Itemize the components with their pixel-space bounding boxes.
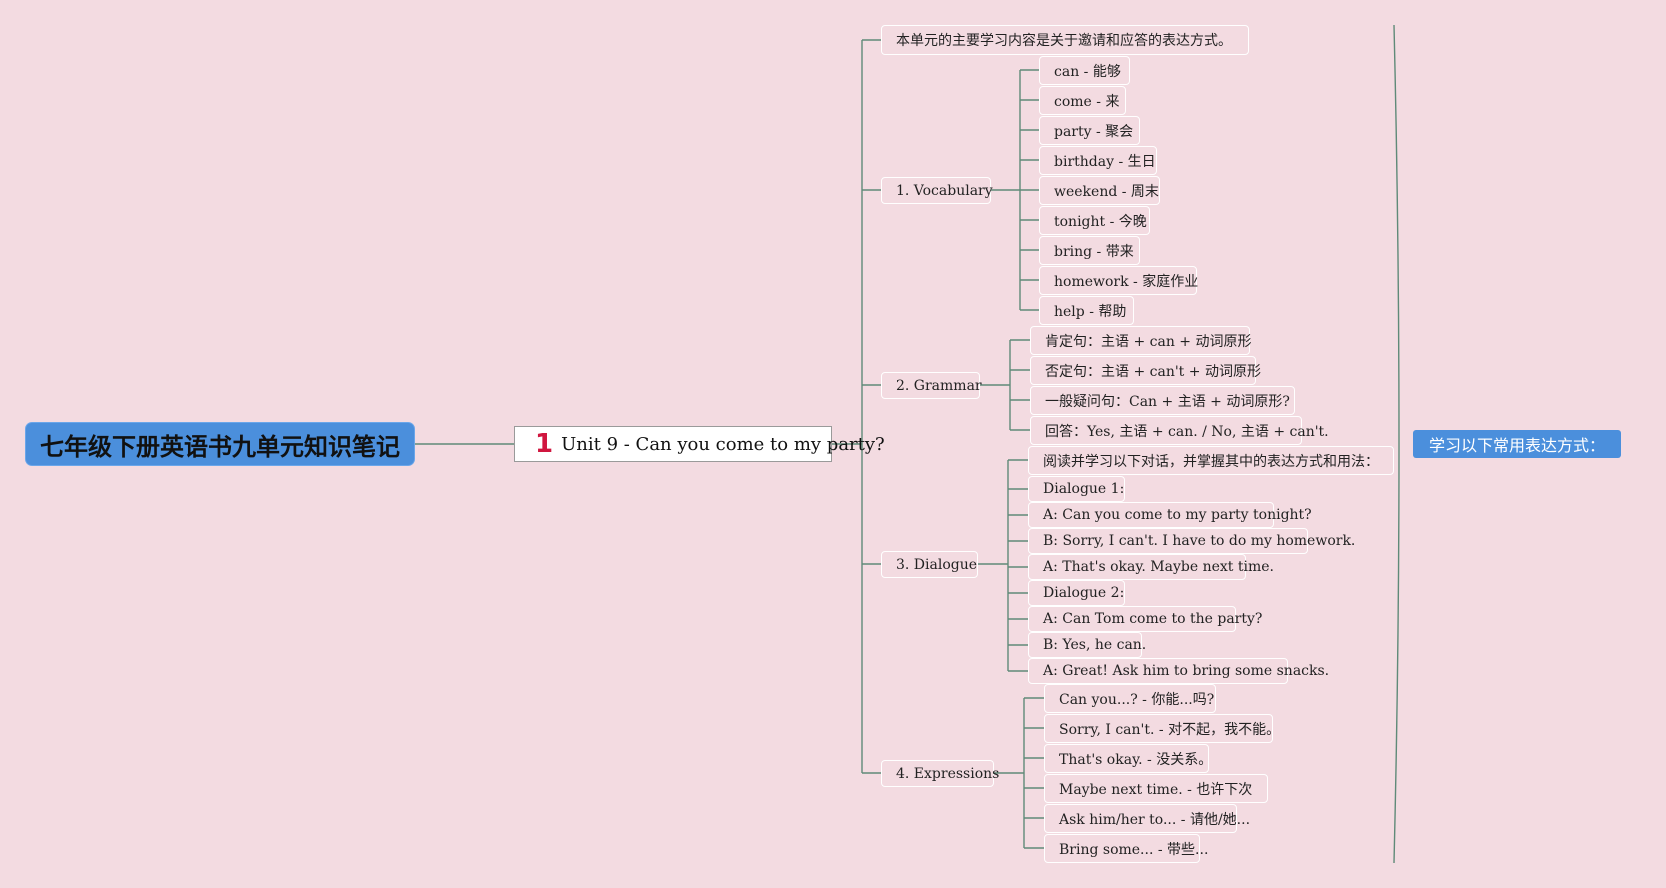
grammar-topic-label: 2. Grammar — [896, 377, 982, 394]
expressions-topic[interactable]: 4. Expressions — [881, 760, 999, 787]
dialogue-item[interactable]: 阅读并学习以下对话，并掌握其中的表达方式和用法： — [1028, 446, 1394, 475]
expression-item-label: Bring some... - 带些... — [1059, 841, 1209, 858]
dialogue-item-label: A: Can you come to my party tonight? — [1043, 507, 1312, 523]
summary-brace — [1393, 24, 1400, 864]
summary-topic-label: 学习以下常用表达方式： — [1428, 436, 1605, 455]
dialogue-item-label: Dialogue 1: — [1043, 481, 1125, 497]
grammar-item-label: 肯定句：主语 + can + 动词原形 — [1045, 333, 1252, 350]
dialogue-item-label: 阅读并学习以下对话，并掌握其中的表达方式和用法： — [1043, 453, 1379, 470]
vocabulary-item-label: party - 聚会 — [1054, 123, 1134, 140]
dialogue-item[interactable]: A: Can you come to my party tonight? — [1028, 502, 1312, 528]
grammar-item-label: 一般疑问句：Can + 主语 + 动词原形? — [1045, 393, 1290, 410]
expression-item-label: Ask him/her to... - 请他/她... — [1059, 811, 1251, 828]
vocabulary-topic-label: 1. Vocabulary — [896, 182, 993, 199]
vocabulary-item[interactable]: party - 聚会 — [1039, 116, 1140, 145]
dialogue-item-label: B: Yes, he can. — [1043, 637, 1147, 653]
intro-topic-label: 本单元的主要学习内容是关于邀请和应答的表达方式。 — [896, 33, 1232, 49]
expression-item-label: Maybe next time. - 也许下次 — [1059, 781, 1253, 798]
expression-item[interactable]: That's okay. - 没关系。 — [1044, 744, 1213, 773]
expression-item[interactable]: Sorry, I can't. - 对不起，我不能。 — [1044, 714, 1280, 743]
vocabulary-item[interactable]: birthday - 生日 — [1039, 146, 1157, 175]
vocabulary-item[interactable]: homework - 家庭作业 — [1039, 266, 1199, 295]
vocabulary-item[interactable]: can - 能够 — [1039, 56, 1130, 85]
root-topic-label: 七年级下册英语书九单元知识笔记 — [40, 432, 400, 461]
grammar-item[interactable]: 肯定句：主语 + can + 动词原形 — [1030, 326, 1252, 355]
grammar-item[interactable]: 否定句：主语 + can't + 动词原形 — [1030, 356, 1261, 385]
dialogue-item-label: A: Great! Ask him to bring some snacks. — [1043, 663, 1330, 679]
dialogue-item[interactable]: B: Yes, he can. — [1028, 632, 1146, 658]
vocabulary-item[interactable]: help - 帮助 — [1039, 296, 1134, 325]
vocabulary-item-label: homework - 家庭作业 — [1054, 273, 1199, 290]
dialogue-item[interactable]: B: Sorry, I can't. I have to do my homew… — [1028, 528, 1355, 554]
dialogue-item-label: Dialogue 2: — [1043, 585, 1125, 601]
root-topic[interactable]: 七年级下册英语书九单元知识笔记 — [25, 422, 415, 466]
expressions-topic-label: 4. Expressions — [896, 765, 1000, 782]
expression-item-label: Sorry, I can't. - 对不起，我不能。 — [1059, 721, 1281, 738]
grammar-item[interactable]: 一般疑问句：Can + 主语 + 动词原形? — [1030, 386, 1295, 415]
expression-item[interactable]: Can you...? - 你能...吗? — [1044, 684, 1216, 713]
grammar-item-label: 回答：Yes, 主语 + can. / No, 主语 + can't. — [1045, 423, 1329, 440]
summary-topic[interactable]: 学习以下常用表达方式： — [1413, 430, 1621, 458]
unit-topic-label: Unit 9 - Can you come to my party? — [561, 433, 885, 455]
vocabulary-item-label: birthday - 生日 — [1054, 153, 1156, 170]
dialogue-item-label: A: That's okay. Maybe next time. — [1043, 559, 1274, 575]
vocabulary-item-label: weekend - 周末 — [1054, 183, 1159, 200]
vocabulary-item[interactable]: bring - 带来 — [1039, 236, 1140, 265]
vocabulary-item-label: come - 来 — [1054, 93, 1120, 110]
dialogue-topic-label: 3. Dialogue — [896, 556, 978, 573]
expression-item-label: Can you...? - 你能...吗? — [1059, 691, 1215, 708]
vocabulary-item[interactable]: weekend - 周末 — [1039, 176, 1160, 205]
dialogue-item[interactable]: A: Great! Ask him to bring some snacks. — [1028, 658, 1329, 684]
grammar-item[interactable]: 回答：Yes, 主语 + can. / No, 主语 + can't. — [1030, 416, 1329, 445]
dialogue-item[interactable]: A: That's okay. Maybe next time. — [1028, 554, 1274, 580]
grammar-topic[interactable]: 2. Grammar — [881, 372, 982, 399]
vocabulary-topic[interactable]: 1. Vocabulary — [881, 177, 993, 204]
dialogue-topic[interactable]: 3. Dialogue — [881, 551, 978, 578]
intro-topic[interactable]: 本单元的主要学习内容是关于邀请和应答的表达方式。 — [881, 25, 1249, 55]
expression-item[interactable]: Ask him/her to... - 请他/她... — [1044, 804, 1250, 833]
vocabulary-item-label: can - 能够 — [1054, 63, 1121, 80]
expression-item[interactable]: Bring some... - 带些... — [1044, 834, 1208, 863]
dialogue-item[interactable]: A: Can Tom come to the party? — [1028, 606, 1262, 632]
expression-item-label: That's okay. - 没关系。 — [1059, 751, 1213, 768]
dialogue-item[interactable]: Dialogue 2: — [1028, 580, 1125, 606]
grammar-item-label: 否定句：主语 + can't + 动词原形 — [1045, 363, 1261, 380]
vocabulary-item[interactable]: come - 来 — [1039, 86, 1126, 115]
priority-1-marker-icon: 1 — [535, 429, 554, 459]
unit-topic[interactable]: 1 Unit 9 - Can you come to my party? — [514, 426, 885, 462]
vocabulary-item-label: help - 帮助 — [1054, 303, 1127, 320]
vocabulary-item-label: bring - 带来 — [1054, 243, 1134, 260]
vocabulary-item[interactable]: tonight - 今晚 — [1039, 206, 1150, 235]
vocabulary-item-label: tonight - 今晚 — [1054, 213, 1147, 230]
dialogue-item-label: B: Sorry, I can't. I have to do my homew… — [1043, 533, 1356, 549]
dialogue-item-label: A: Can Tom come to the party? — [1043, 611, 1263, 627]
dialogue-item[interactable]: Dialogue 1: — [1028, 476, 1125, 502]
expression-item[interactable]: Maybe next time. - 也许下次 — [1044, 774, 1268, 803]
